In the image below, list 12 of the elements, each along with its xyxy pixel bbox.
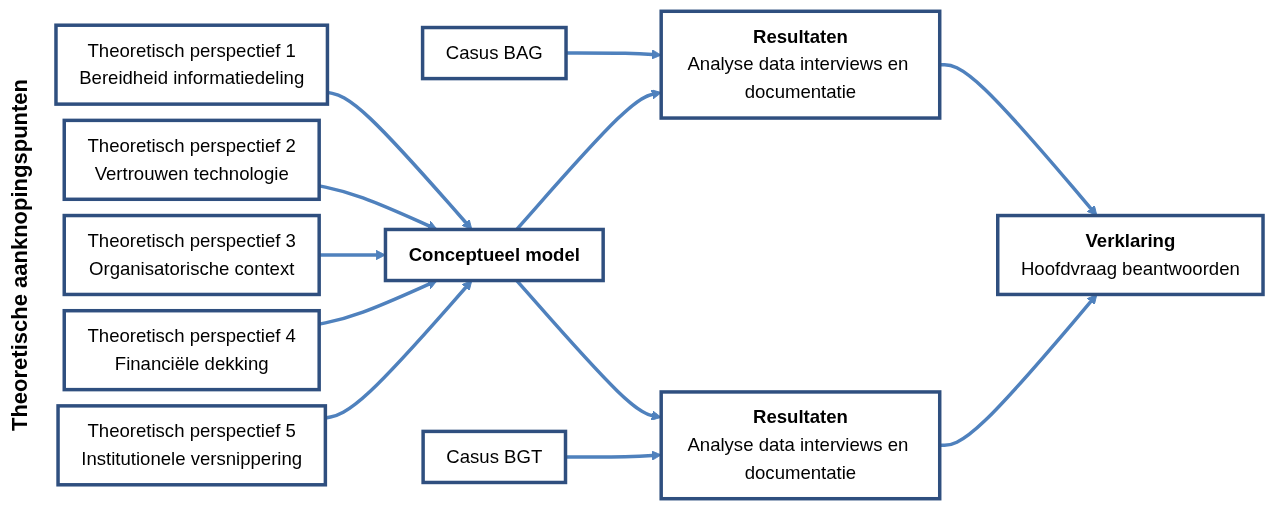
node-box: Resultaten Analyse data interviews en documentatie <box>659 390 942 501</box>
node-box: Casus BGT <box>421 429 568 485</box>
node-box: Theoretisch perspectief 1 Bereidheid informatiedeling <box>54 23 330 106</box>
node-box: Conceptueel model <box>383 227 605 283</box>
node-box: Theoretisch perspectief 2 Vertrouwen technologie <box>62 118 321 202</box>
node-box: Theoretisch perspectief 4 Financiële dekking <box>62 308 321 392</box>
node-box: Theoretisch perspectief 3 Organisatorische context <box>62 213 321 297</box>
node-box: Theoretisch perspectief 5 Institutionele versnippering <box>56 404 328 487</box>
node-box: Casus BAG <box>420 25 568 81</box>
node-box: Resultaten Analyse data interviews en documentatie <box>659 9 942 120</box>
node-box: Verklaring Hoofdvraag beantwoorden <box>996 213 1265 297</box>
axis-title: Theoretische aanknopingspunten <box>7 79 33 431</box>
